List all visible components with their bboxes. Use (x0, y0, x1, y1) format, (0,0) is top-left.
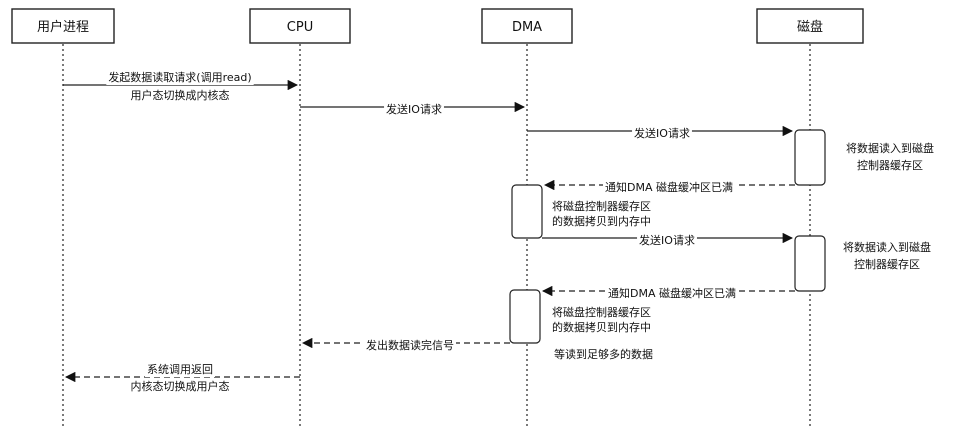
message-label-read-request-line2: 用户态切换成内核态 (131, 88, 230, 102)
label-background (128, 87, 232, 103)
participant-dma-label: DMA (512, 20, 542, 35)
activation-disk-2 (794, 235, 826, 292)
participant-user-process: 用户进程 (11, 8, 115, 44)
note-disk-read-1-line1: 将数据读入到磁盘 (846, 141, 934, 155)
activation-dma-2 (509, 289, 541, 344)
note-dma-copy-1-line2: 的数据拷贝到内存中 (552, 214, 651, 228)
label-background (145, 362, 215, 377)
label-background (632, 125, 692, 141)
activation-dma-1 (511, 184, 543, 239)
message-label-io-request-3: 发送IO请求 (639, 233, 695, 247)
note-dma-wait: 等读到足够多的数据 (554, 347, 653, 361)
label-background (106, 69, 254, 85)
message-label-read-complete: 发出数据读完信号 (366, 338, 454, 352)
participant-user-process-label: 用户进程 (37, 19, 89, 35)
label-background (603, 179, 735, 195)
participant-dma: DMA (481, 8, 573, 44)
message-label-syscall-return-line2: 内核态切换成用户态 (131, 379, 230, 393)
note-disk-read-1-line2: 控制器缓存区 (857, 158, 923, 172)
label-background (606, 285, 738, 301)
message-label-io-request-1: 发送IO请求 (386, 102, 442, 116)
participant-disk-label: 磁盘 (797, 19, 823, 35)
message-label-syscall-return-line1: 系统调用返回 (147, 363, 213, 376)
message-label-read-request-line1: 发起数据读取请求(调用read) (108, 70, 251, 84)
participant-cpu-label: CPU (287, 20, 313, 35)
message-label-buffer-full-2: 通知DMA 磁盘缓冲区已满 (608, 286, 736, 300)
label-background (364, 337, 456, 353)
message-label-buffer-full-1: 通知DMA 磁盘缓冲区已满 (605, 180, 733, 194)
note-disk-read-2-line1: 将数据读入到磁盘 (843, 240, 931, 254)
note-dma-copy-2-line2: 的数据拷贝到内存中 (552, 320, 651, 334)
label-background (128, 378, 232, 394)
message-label-io-request-2: 发送IO请求 (634, 126, 690, 140)
participant-cpu: CPU (249, 8, 351, 44)
note-disk-read-2-line2: 控制器缓存区 (854, 257, 920, 271)
note-dma-copy-1-line1: 将磁盘控制器缓存区 (552, 199, 651, 213)
activation-disk-1 (794, 129, 826, 186)
label-background (637, 232, 697, 248)
label-background (384, 101, 444, 117)
participant-disk: 磁盘 (756, 8, 864, 44)
note-dma-copy-2-line1: 将磁盘控制器缓存区 (552, 305, 651, 319)
